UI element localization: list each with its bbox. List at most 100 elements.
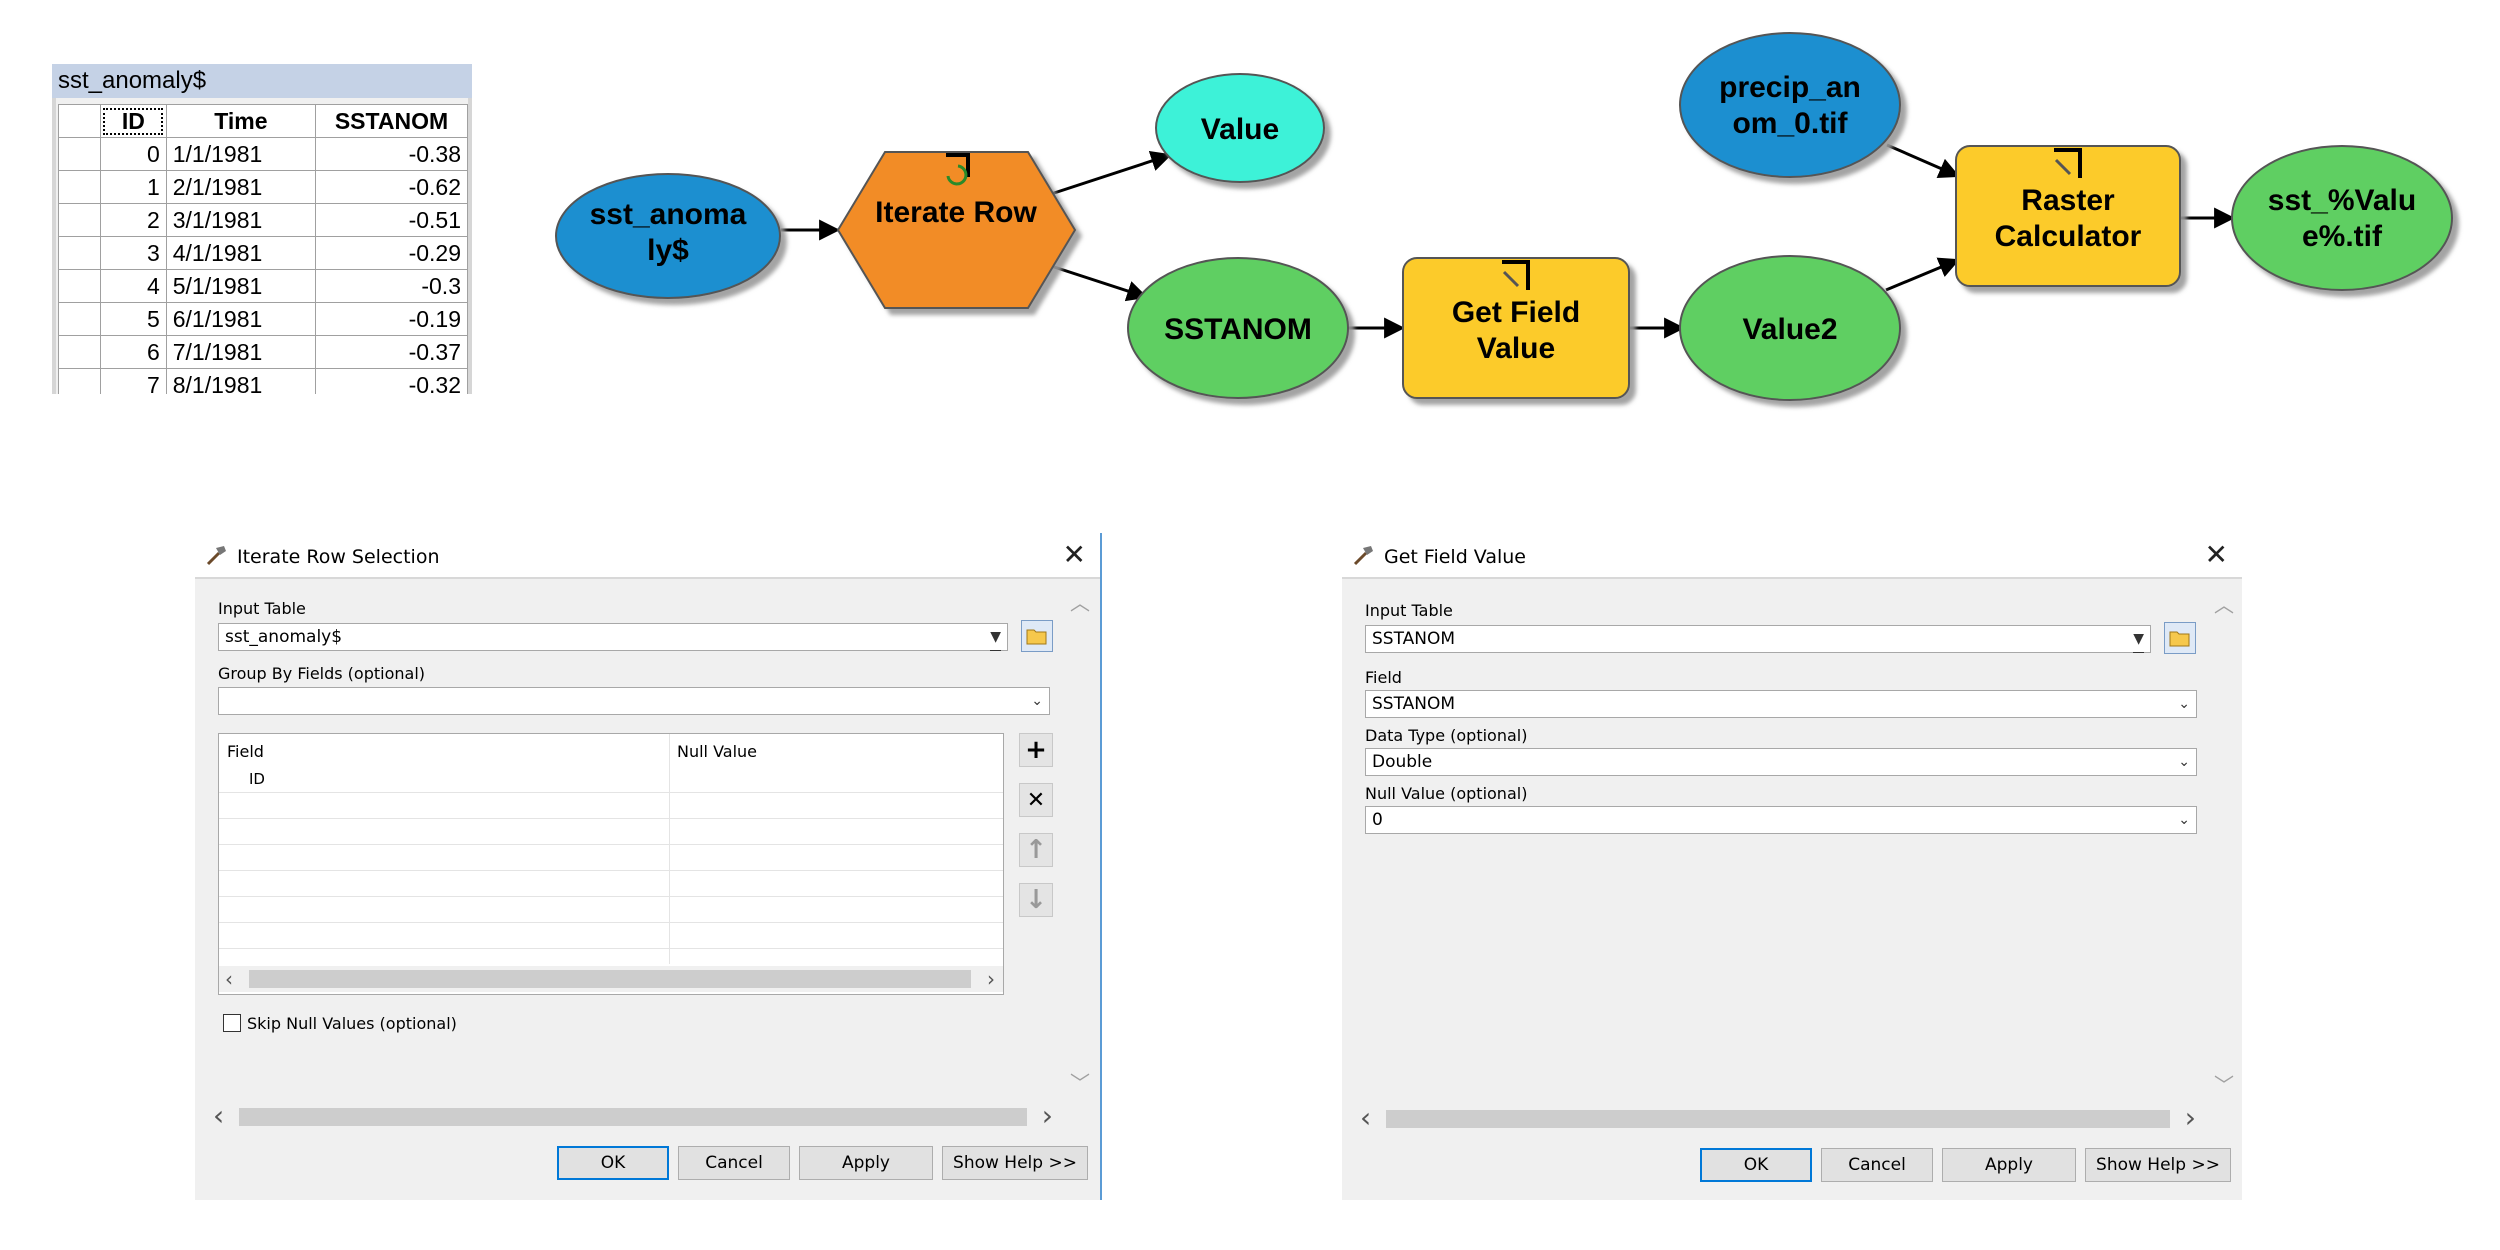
add-row-button[interactable]: + <box>1019 733 1053 767</box>
skip-null-checkbox[interactable] <box>223 1014 241 1032</box>
null-value-select[interactable]: 0 ⌄ <box>1365 806 2197 834</box>
dialog-titlebar[interactable]: Iterate Row Selection ✕ <box>195 533 1100 579</box>
scroll-down-icon[interactable]: ﹀ <box>1070 1071 1090 1095</box>
close-icon[interactable]: ✕ <box>1062 538 1086 571</box>
scroll-right-icon[interactable]: › <box>1041 1099 1053 1132</box>
horizontal-scrollbar[interactable]: ‹ › <box>1360 1101 2196 1134</box>
row-selector[interactable] <box>58 302 101 336</box>
browse-folder-button[interactable] <box>1021 620 1053 652</box>
field-select[interactable]: SSTANOM ⌄ <box>1365 690 2197 718</box>
cell-sstanom[interactable]: -0.32 <box>314 368 469 394</box>
cell-time[interactable]: 2/1/1981 <box>165 170 316 204</box>
scroll-thumb[interactable] <box>1386 1110 2170 1128</box>
cell-id[interactable]: 7 <box>99 368 167 394</box>
input-table-field[interactable]: sst_anomaly$ ▼ <box>218 623 1008 651</box>
row-selector[interactable] <box>58 269 101 303</box>
chevron-down-icon[interactable]: ⌄ <box>2178 696 2190 712</box>
cell-time[interactable]: 7/1/1981 <box>165 335 316 369</box>
scroll-up-icon[interactable]: ︿ <box>2214 593 2234 617</box>
apply-button[interactable]: Apply <box>1942 1148 2076 1182</box>
scroll-right-icon[interactable]: › <box>2184 1101 2196 1134</box>
scroll-left-icon[interactable]: ‹ <box>1360 1101 1372 1134</box>
cell-sstanom[interactable]: -0.29 <box>314 236 469 270</box>
cell-time[interactable]: 8/1/1981 <box>165 368 316 394</box>
cell-sstanom[interactable]: -0.51 <box>314 203 469 237</box>
dialog-titlebar[interactable]: Get Field Value ✕ <box>1342 533 2242 579</box>
cell-sstanom[interactable]: -0.37 <box>314 335 469 369</box>
table-row[interactable] <box>219 766 1003 793</box>
table-row[interactable] <box>219 896 1003 923</box>
column-header-id[interactable]: ID <box>99 104 167 138</box>
node-iterate-row[interactable]: Iterate Row <box>836 151 1077 309</box>
cell-sstanom[interactable]: -0.62 <box>314 170 469 204</box>
scroll-thumb[interactable] <box>239 1108 1027 1126</box>
cell-id[interactable]: 0 <box>99 137 167 171</box>
cell-time[interactable]: 1/1/1981 <box>165 137 316 171</box>
column-header-time[interactable]: Time <box>165 104 316 138</box>
scroll-down-icon[interactable]: ﹀ <box>2214 1073 2234 1097</box>
row-selector[interactable] <box>58 203 101 237</box>
cell-sstanom[interactable]: -0.3 <box>314 269 469 303</box>
cell-time[interactable]: 4/1/1981 <box>165 236 316 270</box>
vertical-scrollbar[interactable]: ︿ ﹀ <box>2212 595 2236 1095</box>
horizontal-scrollbar[interactable]: ‹ › <box>213 1099 1053 1132</box>
cell-id[interactable]: 4 <box>99 269 167 303</box>
cell-sstanom[interactable]: -0.38 <box>314 137 469 171</box>
row-selector[interactable] <box>58 137 101 171</box>
scroll-right-icon[interactable]: › <box>987 967 995 991</box>
cell-id[interactable]: 2 <box>99 203 167 237</box>
delete-row-button[interactable]: ✕ <box>1019 783 1053 817</box>
chevron-down-icon[interactable]: ⌄ <box>2178 754 2190 770</box>
data-type-select[interactable]: Double ⌄ <box>1365 748 2197 776</box>
column-header-sstanom[interactable]: SSTANOM <box>314 104 469 138</box>
row-selector[interactable] <box>58 335 101 369</box>
cancel-button[interactable]: Cancel <box>1821 1148 1933 1182</box>
cell-time[interactable]: 6/1/1981 <box>165 302 316 336</box>
table-row[interactable] <box>219 870 1003 897</box>
field-null-table[interactable]: Field Null Value ID ‹ › <box>218 733 1004 995</box>
move-up-button[interactable]: ↑ <box>1019 833 1053 867</box>
vertical-scrollbar[interactable]: ︿ ﹀ <box>1068 593 1092 1093</box>
cancel-button[interactable]: Cancel <box>678 1146 790 1180</box>
chevron-down-icon[interactable]: ⌄ <box>1031 693 1043 709</box>
cell-id[interactable]: 1 <box>99 170 167 204</box>
node-value2[interactable]: Value2 <box>1679 255 1901 401</box>
table-row[interactable] <box>219 844 1003 871</box>
show-help-button[interactable]: Show Help >> <box>2085 1148 2231 1182</box>
close-icon[interactable]: ✕ <box>2204 538 2228 571</box>
node-sstanom[interactable]: SSTANOM <box>1127 257 1349 399</box>
field-row-id[interactable]: ID <box>249 770 265 788</box>
row-selector[interactable] <box>58 170 101 204</box>
browse-folder-button[interactable] <box>2164 622 2196 654</box>
node-value[interactable]: Value <box>1155 73 1325 183</box>
ok-button[interactable]: OK <box>557 1146 669 1180</box>
scroll-left-icon[interactable]: ‹ <box>213 1099 225 1132</box>
cell-time[interactable]: 5/1/1981 <box>165 269 316 303</box>
chevron-down-icon[interactable]: ⌄ <box>2178 812 2190 828</box>
table-row[interactable] <box>219 818 1003 845</box>
table-row[interactable] <box>219 792 1003 819</box>
chevron-down-icon[interactable]: ▼ <box>2133 626 2144 653</box>
ok-button[interactable]: OK <box>1700 1148 1812 1182</box>
cell-time[interactable]: 3/1/1981 <box>165 203 316 237</box>
cell-id[interactable]: 6 <box>99 335 167 369</box>
cell-id[interactable]: 3 <box>99 236 167 270</box>
show-help-button[interactable]: Show Help >> <box>942 1146 1088 1180</box>
apply-button[interactable]: Apply <box>799 1146 933 1180</box>
input-table-field[interactable]: SSTANOM ▼ <box>1365 625 2151 653</box>
chevron-down-icon[interactable]: ▼ <box>990 624 1001 651</box>
group-by-field[interactable]: ⌄ <box>218 687 1050 715</box>
table-row[interactable] <box>219 922 1003 949</box>
